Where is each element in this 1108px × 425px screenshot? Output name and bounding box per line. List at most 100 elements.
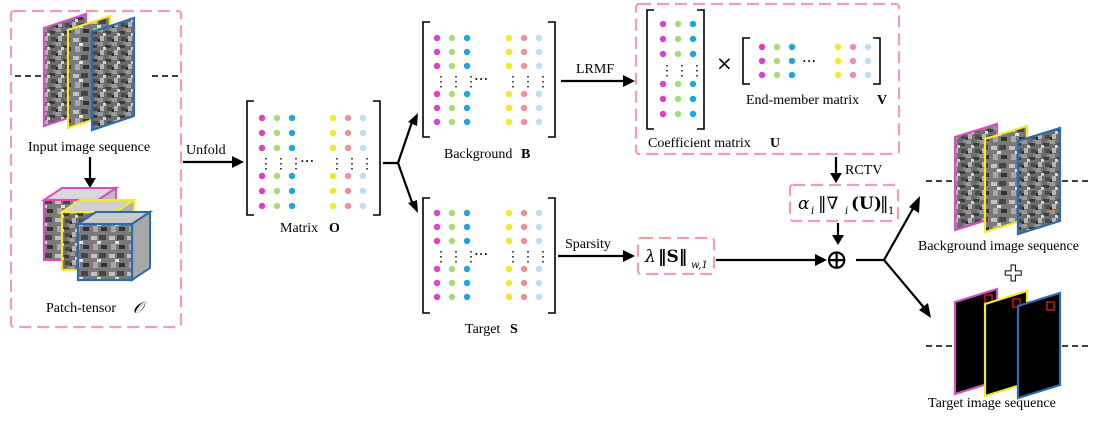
- matrix-s-dot: [463, 265, 471, 273]
- matrix-b-vdots: ⋮: [434, 74, 448, 90]
- matrix-b-dot: [463, 90, 471, 98]
- out-down-arrowhead: [919, 303, 931, 318]
- matrix-s-dot: [520, 279, 528, 287]
- matrix-b-dot: [520, 90, 528, 98]
- matrix-o-hdots: ···: [300, 152, 314, 170]
- matrix-s-dot: [433, 209, 441, 217]
- matrix-b-dot: [520, 48, 528, 56]
- sparsity-box: [636, 236, 716, 276]
- matrix-b-dot: [448, 34, 456, 42]
- matrix-b-dot: [535, 62, 543, 70]
- matrix-v-dot: [849, 57, 857, 65]
- matrix-v-dot: [864, 57, 872, 65]
- cube-face-3: [76, 222, 134, 282]
- matrix-o-dot: [329, 129, 337, 137]
- matrix-u-right-bracket: [697, 9, 705, 130]
- matrix-b-dot: [535, 90, 543, 98]
- matrix-o-vdots: ⋮: [289, 156, 303, 172]
- matrix-u-dot: [674, 50, 682, 58]
- matrix-s-dot: [463, 209, 471, 217]
- target-marker-3: [1046, 301, 1055, 311]
- matrix-o-dot: [359, 144, 367, 152]
- matrix-b-dot: [505, 90, 513, 98]
- target-symbol: S: [510, 322, 518, 337]
- matrix-b-dot: [505, 34, 513, 42]
- branch-up-arrow: [383, 118, 415, 165]
- matrix-o-vdots: ⋮: [360, 156, 374, 172]
- times-symbol: ×: [716, 51, 733, 75]
- matrix-o-dot: [344, 114, 352, 122]
- sparse-norm: ‖S‖: [658, 247, 687, 267]
- rctv-to-oplus-arrowhead: [832, 235, 844, 245]
- matrix-o-dot: [359, 202, 367, 210]
- matrix-v-dot: [758, 43, 766, 51]
- matrix-b-dot: [448, 118, 456, 126]
- matrix-u-dot: [674, 35, 682, 43]
- matrix-s-dot: [535, 265, 543, 273]
- branch-down-arrow: [396, 162, 415, 206]
- matrix-o-dot: [329, 144, 337, 152]
- matrix-s-vdots: ⋮: [449, 249, 463, 265]
- matrix-u-dot: [659, 20, 667, 28]
- matrix-s-dot: [505, 279, 513, 287]
- matrix-s-dot: [463, 279, 471, 287]
- sparse-to-oplus-arrowhead: [815, 254, 827, 266]
- matrix-b-dot: [433, 118, 441, 126]
- matrix-s-dot: [535, 279, 543, 287]
- matrix-b-dot: [463, 48, 471, 56]
- matrix-v-dot: [834, 43, 842, 51]
- matrix-b-dot: [535, 34, 543, 42]
- matrix-b-dot: [448, 62, 456, 70]
- matrix-o-dot: [258, 202, 266, 210]
- bg-seq-label: Background image sequence: [918, 239, 1079, 254]
- patch-tensor-cube: [40, 186, 154, 282]
- matrix-b-dot: [520, 118, 528, 126]
- target-marker-2: [1012, 298, 1021, 308]
- matrix-u-vdots: ⋮: [660, 63, 674, 79]
- matrix-o-symbol: O: [329, 221, 340, 236]
- matrix-b-dot: [463, 104, 471, 112]
- matrix-v-dot: [758, 57, 766, 65]
- matrix-b-dot: [433, 34, 441, 42]
- matrix-s-dots: ⋮⋮⋮⋮⋮⋮···: [433, 209, 550, 301]
- matrix-o-dot: [273, 172, 281, 180]
- sparsity-label: Sparsity: [565, 237, 611, 252]
- matrix-b-vdots: ⋮: [449, 74, 463, 90]
- matrix-u-vdots: ⋮: [690, 63, 704, 79]
- matrix-v-dot: [788, 71, 796, 79]
- endmember-label: End-member matrix: [746, 93, 859, 108]
- matrix-o-dot: [344, 129, 352, 137]
- rctv-norm: ‖∇: [818, 194, 839, 214]
- rctv-arrowhead: [830, 173, 842, 183]
- branch-down-arrowhead: [408, 200, 418, 213]
- matrix-v-dot: [849, 71, 857, 79]
- matrix-b-dot: [505, 118, 513, 126]
- bg-frame-3: [1016, 126, 1062, 236]
- matrix-b-dot: [448, 90, 456, 98]
- matrix-v-dot: [849, 43, 857, 51]
- matrix-s-dot: [448, 279, 456, 287]
- matrix-s-dot: [535, 237, 543, 245]
- matrix-u-dot: [674, 110, 682, 118]
- patch-tensor-label: Patch-tensor: [46, 301, 116, 316]
- matrix-s-dot: [520, 293, 528, 301]
- matrix-s-dot: [448, 209, 456, 217]
- matrix-o-dot: [344, 172, 352, 180]
- rctv-close: ‖: [880, 194, 889, 214]
- matrix-v-dot: [788, 57, 796, 65]
- matrix-b-dot: [433, 62, 441, 70]
- matrix-b-vdots: ⋮: [521, 74, 535, 90]
- matrix-v-dot: [864, 43, 872, 51]
- matrix-v-dots: ···: [758, 43, 872, 79]
- matrix-s-hdots: ···: [474, 245, 488, 263]
- matrix-b-right-bracket: [548, 21, 556, 138]
- tgt-image-stack: [953, 287, 1062, 400]
- matrix-u-dot: [689, 110, 697, 118]
- matrix-s-dot: [463, 293, 471, 301]
- matrix-o-dot: [344, 144, 352, 152]
- matrix-b-vdots: ⋮: [506, 74, 520, 90]
- matrix-u-dot: [689, 95, 697, 103]
- matrix-s-dot: [433, 293, 441, 301]
- matrix-b-dot: [433, 48, 441, 56]
